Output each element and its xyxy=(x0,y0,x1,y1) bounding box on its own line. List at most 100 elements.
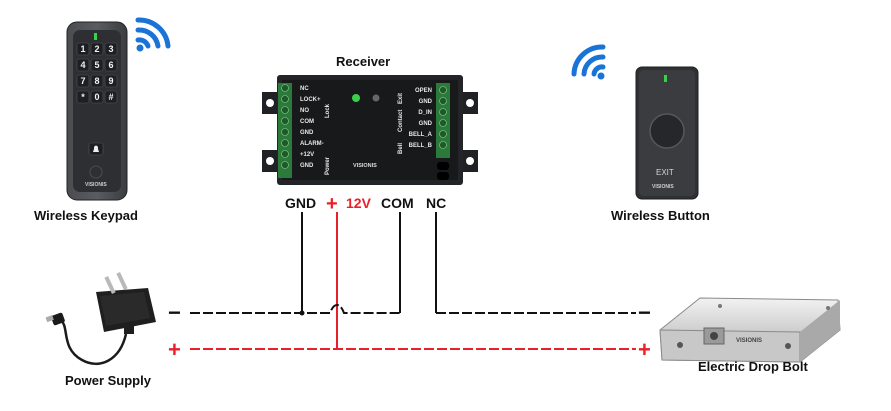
lock-side-label: Lock xyxy=(325,103,331,118)
receiver-label: Receiver xyxy=(336,54,390,69)
keypad-key-label: 4 xyxy=(80,60,85,70)
terminal-screw xyxy=(281,128,289,136)
keypad-led xyxy=(94,33,97,40)
right-terminal-screws xyxy=(439,86,447,149)
button-label: Wireless Button xyxy=(611,208,710,223)
terminal-screw xyxy=(439,141,447,149)
keypad-key xyxy=(76,74,90,88)
plus-12v-sign: + xyxy=(326,193,338,215)
keypad-key xyxy=(76,90,90,104)
power-side-label: Power xyxy=(325,156,331,175)
keypad-key-label: 3 xyxy=(108,44,113,54)
terminal-label: BELL_A xyxy=(409,132,433,138)
keypad-label: Wireless Keypad xyxy=(34,208,138,223)
terminal-screw xyxy=(439,130,447,138)
rfid-zone-icon xyxy=(89,165,103,179)
bell-icon xyxy=(93,145,99,152)
electric-drop-bolt: VISIONIS xyxy=(659,297,841,363)
keypad-key-label: 8 xyxy=(94,76,99,86)
keypad-key xyxy=(104,42,118,56)
v12-label: 12V xyxy=(346,195,372,211)
keypad-key xyxy=(104,58,118,72)
receiver-unit: NC LOCK+ NO COM GND ALARM- +12V GND OPEN GND D_IN… xyxy=(262,75,478,185)
wires xyxy=(190,212,636,350)
keypad-key xyxy=(76,42,90,56)
terminal-screw xyxy=(439,86,447,94)
wireless-exit-button: EXIT VISIONIS xyxy=(635,66,699,200)
ps-plus-sign: + xyxy=(168,337,181,362)
gnd-junction xyxy=(299,310,305,316)
terminal-label: GND xyxy=(419,99,433,105)
terminal-screw xyxy=(439,97,447,105)
terminal-screw xyxy=(281,95,289,103)
keypad-key-label: 2 xyxy=(94,44,99,54)
terminal-label: LOCK+ xyxy=(300,97,321,103)
contact-side-label: Contact xyxy=(398,110,404,132)
button-led xyxy=(664,75,667,82)
keypad-key xyxy=(104,74,118,88)
receiver-grey-led xyxy=(372,94,380,102)
bell-side-label: Bell xyxy=(398,143,404,154)
keypad-brand: VISIONIS xyxy=(85,182,107,188)
gnd-label: GND xyxy=(285,195,316,211)
keypad-key xyxy=(90,74,104,88)
drop-bolt-label: Electric Drop Bolt xyxy=(698,359,808,374)
keypad-key xyxy=(90,58,104,72)
power-supply-label: Power Supply xyxy=(65,373,152,388)
terminal-label: OPEN xyxy=(415,88,432,94)
bolt-minus-sign: − xyxy=(638,300,651,325)
terminal-label: GND xyxy=(300,163,314,169)
exit-text: EXIT xyxy=(656,168,674,177)
terminal-screw xyxy=(281,150,289,158)
left-terminal-screws xyxy=(281,84,289,169)
receiver-brand: VISIONIS xyxy=(353,163,377,169)
terminal-label: NC xyxy=(300,86,309,92)
left-terminal-labels: NC LOCK+ NO COM GND ALARM- +12V GND xyxy=(300,86,324,169)
wifi-icon xyxy=(135,17,171,52)
terminal-label: GND xyxy=(300,130,314,136)
keypad-key-label: 5 xyxy=(94,60,99,70)
button-brand: VISIONIS xyxy=(652,184,674,190)
terminal-label: ALARM- xyxy=(300,141,324,147)
keypad-key-label: * xyxy=(81,92,85,102)
bolt-plus-sign: + xyxy=(638,337,651,362)
terminal-screw xyxy=(439,119,447,127)
terminal-label: GND xyxy=(419,121,433,127)
bolt-brand: VISIONIS xyxy=(736,338,762,344)
nc-label: NC xyxy=(426,195,446,211)
ps-minus-sign: − xyxy=(168,300,181,325)
right-terminal-labels: OPEN GND D_IN GND BELL_A BELL_B xyxy=(409,88,433,149)
negative-wire-left xyxy=(190,303,400,314)
terminal-screw xyxy=(439,108,447,116)
exit-side-label: Exit xyxy=(398,93,404,104)
terminal-label: NO xyxy=(300,108,309,114)
keypad-key xyxy=(104,90,118,104)
terminal-label: D_IN xyxy=(418,110,432,116)
keypad-key xyxy=(90,42,104,56)
exit-push-button xyxy=(649,113,685,149)
keypad-key-label: 0 xyxy=(94,92,99,102)
keypad-key-label: 6 xyxy=(108,60,113,70)
terminal-label: +12V xyxy=(300,152,314,158)
terminal-screw xyxy=(281,106,289,114)
terminal-label: COM xyxy=(300,119,314,125)
keypad-key xyxy=(76,58,90,72)
terminal-screw xyxy=(281,161,289,169)
keypad-key xyxy=(90,90,104,104)
power-supply xyxy=(45,271,156,365)
terminal-screw xyxy=(281,117,289,125)
terminal-label: BELL_B xyxy=(409,143,433,149)
wifi-icon xyxy=(571,44,606,80)
keypad-key-label: 7 xyxy=(80,76,85,86)
keypad-key-label: # xyxy=(108,92,113,102)
terminal-screw xyxy=(281,139,289,147)
receiver-green-led xyxy=(352,94,360,102)
keypad-key-label: 9 xyxy=(108,76,113,86)
terminal-screw xyxy=(281,84,289,92)
keypad-key-label: 1 xyxy=(80,44,85,54)
com-label: COM xyxy=(381,195,414,211)
